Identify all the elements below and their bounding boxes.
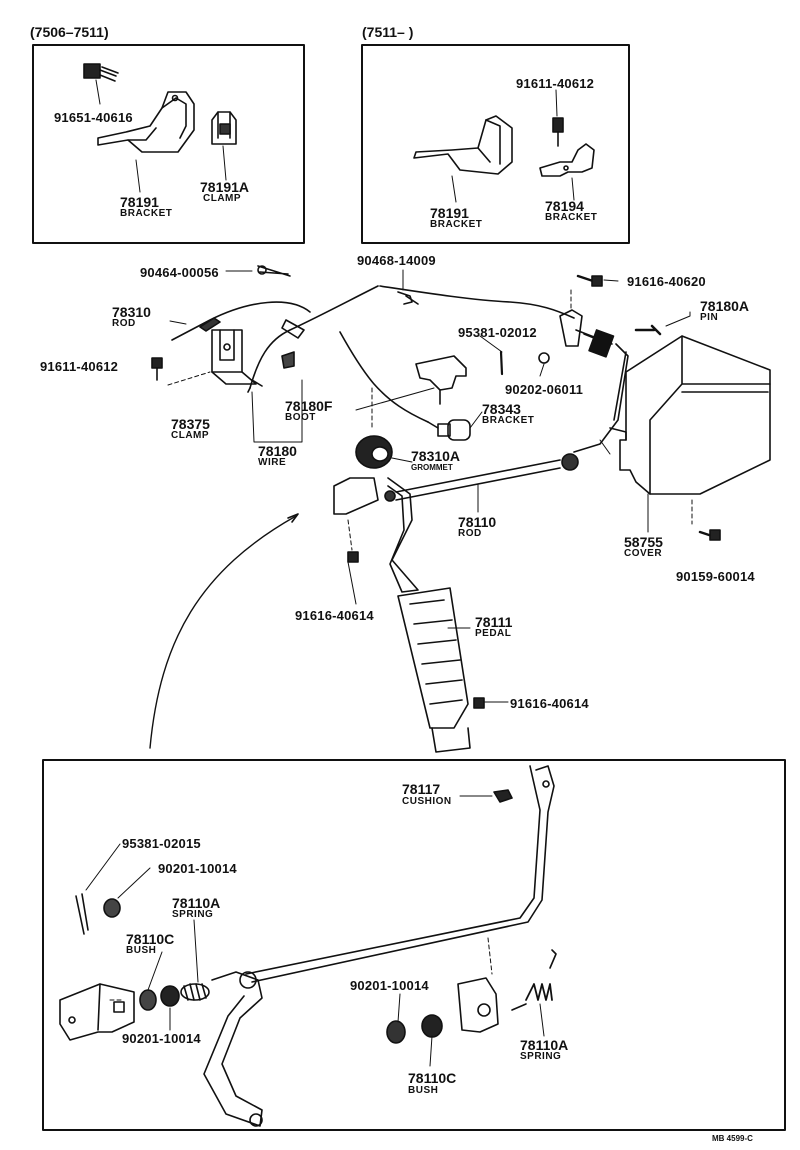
part-number-label: 90464-00056 bbox=[140, 265, 219, 280]
boot-78180f-icon bbox=[281, 351, 295, 369]
cotter-pin-icon bbox=[257, 265, 291, 277]
part-number-label: 78110C bbox=[126, 931, 175, 947]
bolt-icon bbox=[576, 274, 603, 287]
part-name-label: PIN bbox=[700, 312, 719, 323]
part-name-label: BOOT bbox=[285, 412, 316, 423]
bolt-icon bbox=[83, 63, 119, 82]
bracket-icon bbox=[457, 977, 499, 1033]
part-number-label: 91616-40614 bbox=[295, 608, 374, 623]
part-name-label: SPRING bbox=[520, 1051, 562, 1062]
part-number-label: 91611-40612 bbox=[516, 76, 595, 91]
part-number-label: 90201-10014 bbox=[158, 861, 237, 876]
part-number-label: 58755 bbox=[624, 534, 663, 550]
part-name-label: CUSHION bbox=[402, 796, 452, 807]
bolt-icon bbox=[473, 697, 485, 709]
part-name-label: CLAMP bbox=[171, 430, 210, 441]
part-number-label: 91616-40614 bbox=[510, 696, 589, 711]
part-number-label: 78180A bbox=[700, 298, 750, 314]
part-number-label: 78191 bbox=[120, 194, 159, 210]
bolt-icon bbox=[698, 529, 721, 541]
clamp-78375-icon bbox=[211, 329, 257, 385]
inset-box-right bbox=[361, 44, 630, 244]
pin-78180a-icon bbox=[634, 324, 662, 336]
bush-icon bbox=[421, 1014, 443, 1038]
bolt-icon bbox=[347, 551, 359, 563]
part-name-label: CLAMP bbox=[203, 193, 242, 204]
part-number-label: 95381-02015 bbox=[122, 836, 201, 851]
cotter-pin-icon bbox=[75, 893, 89, 935]
part-name-label: BRACKET bbox=[120, 208, 173, 219]
part-name-label: COVER bbox=[624, 548, 663, 559]
part-number-label: 78110 bbox=[458, 514, 497, 530]
bolt-icon bbox=[151, 357, 163, 381]
part-number-label: 78343 bbox=[482, 401, 521, 417]
part-number-label: 78111 bbox=[475, 614, 513, 630]
part-number-label: 91611-40612 bbox=[40, 359, 119, 374]
part-number-label: 78110A bbox=[520, 1037, 569, 1053]
part-number-label: 78310A bbox=[411, 448, 461, 464]
inset-box-left bbox=[32, 44, 305, 244]
part-name-label: PEDAL bbox=[475, 628, 512, 639]
part-name-label: SPRING bbox=[172, 909, 214, 920]
part-name-label: BRACKET bbox=[545, 212, 598, 223]
part-number-label: 90468-14009 bbox=[357, 253, 436, 268]
lever-icon bbox=[203, 971, 263, 1127]
bolt-icon bbox=[552, 117, 564, 147]
spring-icon bbox=[180, 983, 210, 1001]
bracket-78194-icon bbox=[539, 143, 595, 177]
part-name-label: WIRE bbox=[258, 457, 287, 468]
part-name-label: GROMMET bbox=[411, 463, 453, 472]
cushion-78117-icon bbox=[493, 789, 513, 803]
part-number-label: 78310 bbox=[112, 304, 151, 320]
clamp-78191a-icon bbox=[211, 111, 237, 145]
inset-box-bottom bbox=[42, 759, 786, 1131]
part-number-label: 78180 bbox=[258, 443, 297, 459]
part-number-label: 78194 bbox=[545, 198, 584, 214]
cover-58755-icon bbox=[609, 335, 771, 495]
part-number-label: 95381-02012 bbox=[458, 325, 537, 340]
part-name-label: ROD bbox=[112, 318, 136, 329]
bracket-78191-right-icon bbox=[413, 115, 513, 175]
wire-78180-icon bbox=[249, 285, 379, 389]
bracket-78191-icon bbox=[97, 91, 195, 153]
cable-end-icon bbox=[427, 419, 471, 441]
header-right: (7511– ) bbox=[362, 24, 414, 40]
part-number-label: 90201-10014 bbox=[122, 1031, 201, 1046]
part-number-label: 90201-10014 bbox=[350, 978, 429, 993]
part-number-label: 78180F bbox=[285, 398, 333, 414]
pedal-78111-icon bbox=[333, 477, 471, 753]
part-number-label: 91616-40620 bbox=[627, 274, 706, 289]
spring-icon bbox=[511, 949, 557, 1011]
washer-icon bbox=[103, 898, 121, 918]
part-name-label: BRACKET bbox=[482, 415, 535, 426]
part-number-label: 78191 bbox=[430, 205, 469, 221]
part-number-label: 78191A bbox=[200, 179, 250, 195]
rod-78110-lower-icon bbox=[245, 765, 555, 983]
part-number-label: 91651-40616 bbox=[54, 110, 133, 125]
washer-icon bbox=[139, 989, 157, 1011]
part-name-label: ROD bbox=[458, 528, 482, 539]
bracket-icon bbox=[59, 983, 135, 1041]
washer-icon bbox=[386, 1020, 406, 1044]
bracket-78343-icon bbox=[415, 355, 467, 405]
part-name-label: BRACKET bbox=[430, 219, 483, 230]
part-name-label: BUSH bbox=[126, 945, 157, 956]
part-number-label: 78110C bbox=[408, 1070, 457, 1086]
part-number-label: 90159-60014 bbox=[676, 569, 755, 584]
diagram-code: MB 4599-C bbox=[712, 1134, 753, 1143]
part-number-label: 78375 bbox=[171, 416, 210, 432]
header-left: (7506–7511) bbox=[30, 24, 109, 40]
part-number-label: 78117 bbox=[402, 781, 441, 797]
part-name-label: BUSH bbox=[408, 1085, 439, 1096]
part-number-label: 78110A bbox=[172, 895, 221, 911]
grommet-78310a-icon bbox=[355, 435, 393, 469]
part-number-label: 90202-06011 bbox=[505, 382, 584, 397]
clip-icon bbox=[397, 291, 419, 305]
washer-icon bbox=[160, 985, 180, 1007]
